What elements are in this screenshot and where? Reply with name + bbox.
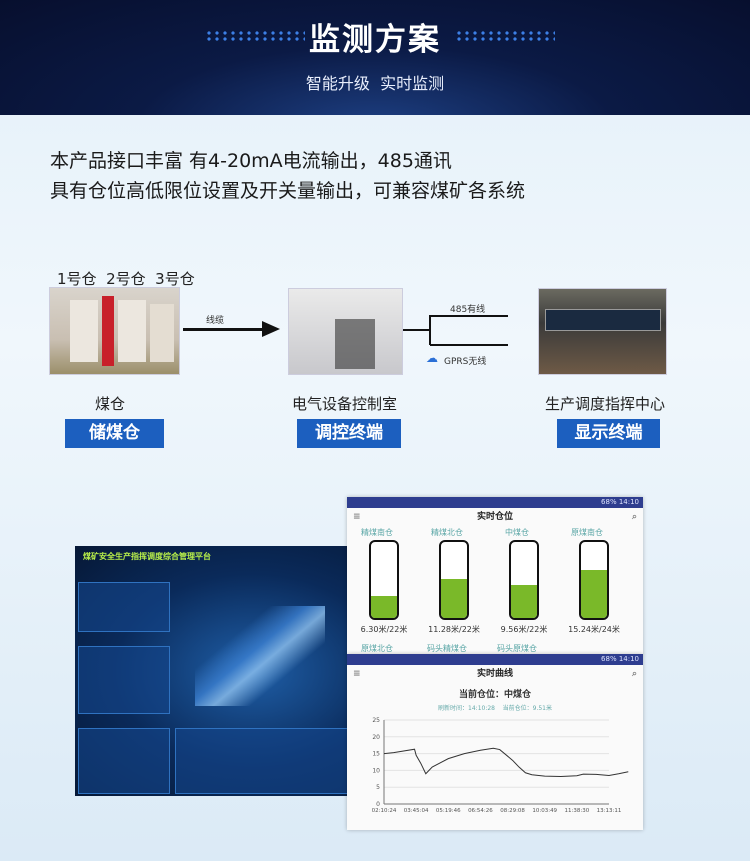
x-tick-label: 11:38:30 [565,808,590,814]
phone2-title: 实时曲线 [476,669,513,679]
node-caption-center: 生产调度指挥中心 [545,395,666,413]
bin-name: 码头原煤仓 [497,644,537,653]
bin-value: 15.24米/24米 [568,625,620,634]
page-subtitle: 智能升级 实时监测 [305,74,445,93]
search-icon[interactable]: ⌕ [631,669,637,679]
header-banner: 监测方案 智能升级 实时监测 [0,0,750,115]
bin-name: 中煤仓 [505,528,529,537]
bin-name: 精煤北仓 [431,528,463,537]
x-tick-label: 08:29:08 [500,808,525,814]
bin-gauge [579,540,609,620]
phone-realtime-curve: 68% 14:10 ≡ 实时曲线 ⌕ 当前仓位：中煤仓 刷新时间：14:10:28 … [347,654,643,830]
status-bar: 68% 14:10 [347,654,643,665]
chart-heading: 当前仓位：中煤仓 [458,690,531,700]
bin-name: 原煤南仓 [571,528,603,537]
line-chart: 0 5 10 15 20 25 02:10:24 03:45:04 05:19:46 06:54:… [372,717,629,814]
series-line [383,747,629,777]
y-tick-label: 20 [372,734,380,741]
decor-dots-left [205,30,305,42]
intro-line-1: 本产品接口丰富 有4-20mA电流输出，485通讯 [50,150,452,172]
bin-name: 原煤北仓 [361,644,393,653]
y-tick-label: 25 [372,717,380,724]
bin-gauge [509,540,539,620]
bin-value: 6.30米/22米 [360,625,408,634]
x-tick-label: 06:54:26 [468,808,493,814]
wireless-line [430,344,508,346]
y-tick-label: 0 [376,801,380,808]
arrow-icon [262,321,280,337]
x-tick-label: 10:03:49 [532,808,557,814]
branch-vertical [429,315,431,345]
wired-line [430,315,508,317]
bin-gauge [369,540,399,620]
bin-gauge [439,540,469,620]
branch-line [403,329,430,331]
command-center-photo [538,288,667,375]
dashboard-screenshot: 煤矿安全生产指挥调度综合管理平台 [75,546,348,796]
decor-dots-right [455,30,555,42]
storage-silo-button[interactable]: 储煤仓 [65,419,164,448]
bin-name: 精煤南仓 [361,528,393,537]
display-terminal-button[interactable]: 显示终端 [557,419,660,448]
control-terminal-button[interactable]: 调控终端 [297,419,401,448]
dashboard-title: 煤矿安全生产指挥调度综合管理平台 [83,552,211,561]
silo-photo [49,287,180,375]
bin-fill [511,584,537,618]
page-title: 监测方案 [309,22,441,58]
x-tick-label: 02:10:24 [372,808,397,814]
intro-line-2: 具有仓位高低限位设置及开关量输出，可兼容煤矿各系统 [50,180,526,202]
bin-name: 码头精煤仓 [427,644,467,653]
node-caption-control: 电气设备控制室 [292,395,398,413]
bin-value: 9.56米/22米 [500,625,548,634]
y-tick-label: 10 [372,767,380,774]
x-tick-label: 03:45:04 [404,808,429,814]
search-icon[interactable]: ⌕ [631,512,637,522]
node-caption-silo: 煤仓 [95,395,126,413]
bin-fill [371,596,397,618]
chart-info: 刷新时间：14:10:28 当前仓位：9.51米 [438,705,552,712]
control-cabinet-photo [288,288,403,375]
y-tick-label: 15 [372,751,380,758]
cable-line [183,328,263,331]
bin-fill [441,579,467,618]
phone-bin-levels: 68% 14:10 ≡ 实时仓位 ⌕ 精煤南仓 精煤北仓 中煤仓 原煤南仓 6.30… [347,497,643,655]
x-tick-label: 05:19:46 [436,808,461,814]
wireless-label: GPRS无线 [444,357,487,367]
x-tick-label: 13:13:11 [597,808,622,814]
y-tick-label: 5 [376,784,380,791]
cable-label: 线缆 [206,316,225,326]
status-bar: 68% 14:10 [347,497,643,508]
cloud-icon: ☁ [426,351,438,365]
menu-icon[interactable]: ≡ [353,669,361,679]
bin-fill [581,569,607,618]
silo-labels: 1号仓 2号仓 3号仓 [57,270,195,288]
menu-icon[interactable]: ≡ [353,512,361,522]
wired-label: 485有线 [450,305,486,315]
phone1-title: 实时仓位 [476,512,513,522]
bin-value: 11.28米/22米 [428,625,480,634]
